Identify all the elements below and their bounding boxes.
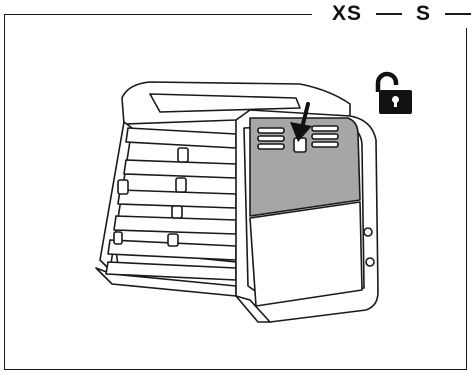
door-lower-panel xyxy=(250,202,362,306)
hinge-knob xyxy=(364,228,372,236)
hinge-knob-lower xyxy=(366,258,374,266)
